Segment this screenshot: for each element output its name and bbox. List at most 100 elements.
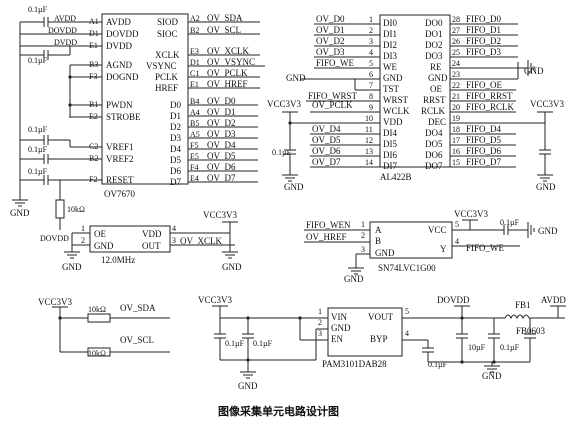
ferrite-ref: FB1 xyxy=(515,300,531,310)
al422b-pin-do0: DO0 xyxy=(425,18,443,28)
al422b-pinnum-21: 21 xyxy=(452,92,460,101)
i2c-pullup-block: VCC3V3 10kΩ OV_SDA 10kΩ OV_SCL xyxy=(38,297,170,358)
al422b-net-fifo-d7: FIFO_D7 xyxy=(466,157,502,167)
ov7670-net-pclk: OV_PCLK xyxy=(207,68,248,78)
al422b-pinnum-15: 15 xyxy=(452,158,460,167)
al422b-pinnum-4: 4 xyxy=(369,48,373,57)
al422b-pinnum-19: 19 xyxy=(452,114,460,123)
al422b-net-d0: OV_D0 xyxy=(316,14,345,24)
nand-net-fifo-wen: FIFO_WEN xyxy=(306,220,351,230)
al422b-pin-re: RE xyxy=(430,62,442,72)
al422b-pin-di6: DI6 xyxy=(383,150,397,160)
ov7670-net-sda: OV_SDA xyxy=(207,13,243,23)
al422b-net-fifo-rrst: FIFO_RRST xyxy=(466,91,513,101)
ov7670-net-d1: OV_D1 xyxy=(207,107,236,117)
nand-net-ov-href: OV_HREF xyxy=(306,232,347,242)
nand-pin-vcc: VCC xyxy=(428,225,447,235)
nand-vcc-label: VCC3V3 xyxy=(454,209,489,219)
ov7670-pin-d6: D6 xyxy=(170,166,181,176)
ov7670-pin-d3: D3 xyxy=(170,133,181,143)
al422b-pinnum-3: 3 xyxy=(369,37,373,46)
nand-pinnum-1: 1 xyxy=(361,220,365,229)
nand-pinnum-3: 3 xyxy=(361,245,365,254)
nand-pin-a: A xyxy=(375,225,382,235)
ldo-pinnum-1: 1 xyxy=(318,307,322,316)
nand-pinnum-5: 5 xyxy=(455,220,459,229)
gnd-label-al422b-right: GND xyxy=(524,66,544,76)
pullup-net-scl: OV_SCL xyxy=(120,335,154,345)
al422b-cap-label: 0.1µF xyxy=(272,148,292,157)
al422b-net-d1: OV_D1 xyxy=(316,25,345,35)
osc-pin-vdd: VDD xyxy=(142,229,162,239)
ldo-cap4-label: 10µF xyxy=(468,343,486,352)
pullup-vcc-label: VCC3V3 xyxy=(38,297,73,307)
al422b-net-fifo-oe: FIFO_OE xyxy=(466,80,503,90)
ov7670-pin-href: HREF xyxy=(155,83,178,93)
al422b-net-d7: OV_D7 xyxy=(312,157,341,167)
gnd-label-nand-cap: GND xyxy=(538,226,558,236)
ov7670-pinnum-b5: B5 xyxy=(190,119,199,128)
al422b-pin-do5: DO5 xyxy=(425,139,443,149)
al422b-net-fifo-d6: FIFO_D6 xyxy=(466,146,502,156)
ov7670-pinnum-e4: E4 xyxy=(190,174,199,183)
ldo-cap5-label: 0.1µF xyxy=(500,343,520,352)
al422b-net-pclk: OV_PCLK xyxy=(312,100,353,110)
ov7670-pin-strobe: STROBE xyxy=(106,112,141,122)
al422b-vcc-right-label: VCC3V3 xyxy=(530,99,565,109)
al422b-pin-rrst: RRST xyxy=(423,95,446,105)
al422b-pin-wrst: WRST xyxy=(383,95,409,105)
ov7670-pinnum-f4: F4 xyxy=(190,163,198,172)
nand-pin-b: B xyxy=(375,236,381,246)
al422b-pinnum-26: 26 xyxy=(452,37,460,46)
ferrite-part: FB0603 xyxy=(516,326,546,336)
al422b-pinnum-25: 25 xyxy=(452,48,460,57)
ov7670-pin-d2: D2 xyxy=(170,122,181,132)
ov7670-net-d4: OV_D4 xyxy=(207,140,236,150)
al422b-pin-di0: DI0 xyxy=(383,18,397,28)
al422b-net-wrst: FIFO_WRST xyxy=(308,91,358,101)
ov7670-pin-d7: D7 xyxy=(170,177,181,187)
al422b-pinnum-27: 27 xyxy=(452,26,460,35)
gnd-label-ldo-right: GND xyxy=(482,371,502,381)
ov7670-avdd-label: AVDD xyxy=(54,14,76,23)
al422b-pinnum-17: 17 xyxy=(452,136,460,145)
al422b-pin-gnd: GND xyxy=(383,73,403,83)
gnd-label-nand: GND xyxy=(344,274,364,284)
al422b-pinnum-11: 11 xyxy=(365,125,373,134)
sn74lvc1g00-block: A B GND VCC Y SN74LVC1G00 1 2 3 5 4 FIFO… xyxy=(304,209,558,284)
al422b-pinnum-24: 24 xyxy=(452,59,460,68)
sn74lvc1g00-body xyxy=(369,221,453,259)
ov7670-pin-sioc: SIOC xyxy=(157,29,178,39)
ov7670-part-label: OV7670 xyxy=(104,189,135,199)
al422b-pin-di2: DI2 xyxy=(383,40,397,50)
ov7670-pin-pclk: PCLK xyxy=(155,72,179,82)
ov7670-pin-agnd: AGND xyxy=(106,60,132,70)
ov7670-pin-dognd: DOGND xyxy=(106,72,139,82)
ov7670-pin-dvdd: DVDD xyxy=(106,41,132,51)
osc-vcc-label: VCC3V3 xyxy=(203,210,238,220)
cap-label-reset: 0.1µF xyxy=(28,167,48,176)
ldo-cap2-label: 0.1µF xyxy=(253,339,273,348)
ov7670-pin-d1: D1 xyxy=(170,111,181,121)
osc-pin-out: OUT xyxy=(142,241,161,251)
ov7670-pinnum-c1r: C1 xyxy=(190,69,199,78)
ldo-pin-byp: BYP xyxy=(370,334,388,344)
gnd-label-ov7670: GND xyxy=(10,208,30,218)
nand-part-label: SN74LVC1G00 xyxy=(378,263,436,273)
ldo-avdd-label: AVDD xyxy=(541,295,566,305)
osc-pin-oe: OE xyxy=(94,229,106,239)
pullup-r2-value: 10kΩ xyxy=(88,349,106,358)
ov7670-pin-d4: D4 xyxy=(170,144,181,154)
osc-pinnum-3: 3 xyxy=(172,236,176,245)
al422b-pin-di5: DI5 xyxy=(383,139,397,149)
al422b-pinnum-13: 13 xyxy=(365,147,373,156)
osc-net-xclk: OV_XCLK xyxy=(180,236,222,246)
ov7670-net-d6: OV_D6 xyxy=(207,162,236,172)
ldo-vcc-label: VCC3V3 xyxy=(198,295,233,305)
gnd-label-osc-left: GND xyxy=(62,262,82,272)
ov7670-pin-vref1: VREF1 xyxy=(106,142,134,152)
ov7670-pinnum-b2r: B2 xyxy=(190,26,199,35)
al422b-pinnum-18: 18 xyxy=(452,125,460,134)
al422b-vcc-label: VCC3V3 xyxy=(267,99,302,109)
